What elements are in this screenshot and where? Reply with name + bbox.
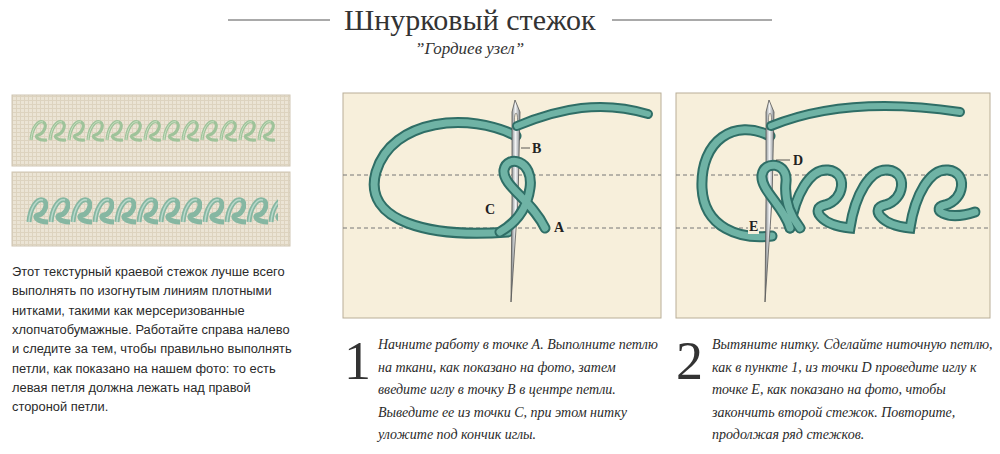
point-letter: C [484, 202, 496, 217]
description-text: Этот текстурный краевой стежок лучше все… [12, 262, 300, 417]
subtitle: ”Гордиев узел” [415, 39, 524, 59]
point-letter: B [531, 141, 542, 156]
point-letter: A [553, 220, 565, 235]
step-text: Начните работу в точке A. Выполните петл… [378, 334, 664, 447]
step-number: 2 [676, 334, 703, 388]
step-number: 1 [344, 334, 371, 388]
point-letter: E [748, 219, 759, 234]
page-title: Шнурковый стежок [344, 3, 596, 37]
step-text: Вытяните нитку. Сделайте ниточную петлю,… [712, 334, 994, 447]
point-letter: D [792, 153, 804, 168]
